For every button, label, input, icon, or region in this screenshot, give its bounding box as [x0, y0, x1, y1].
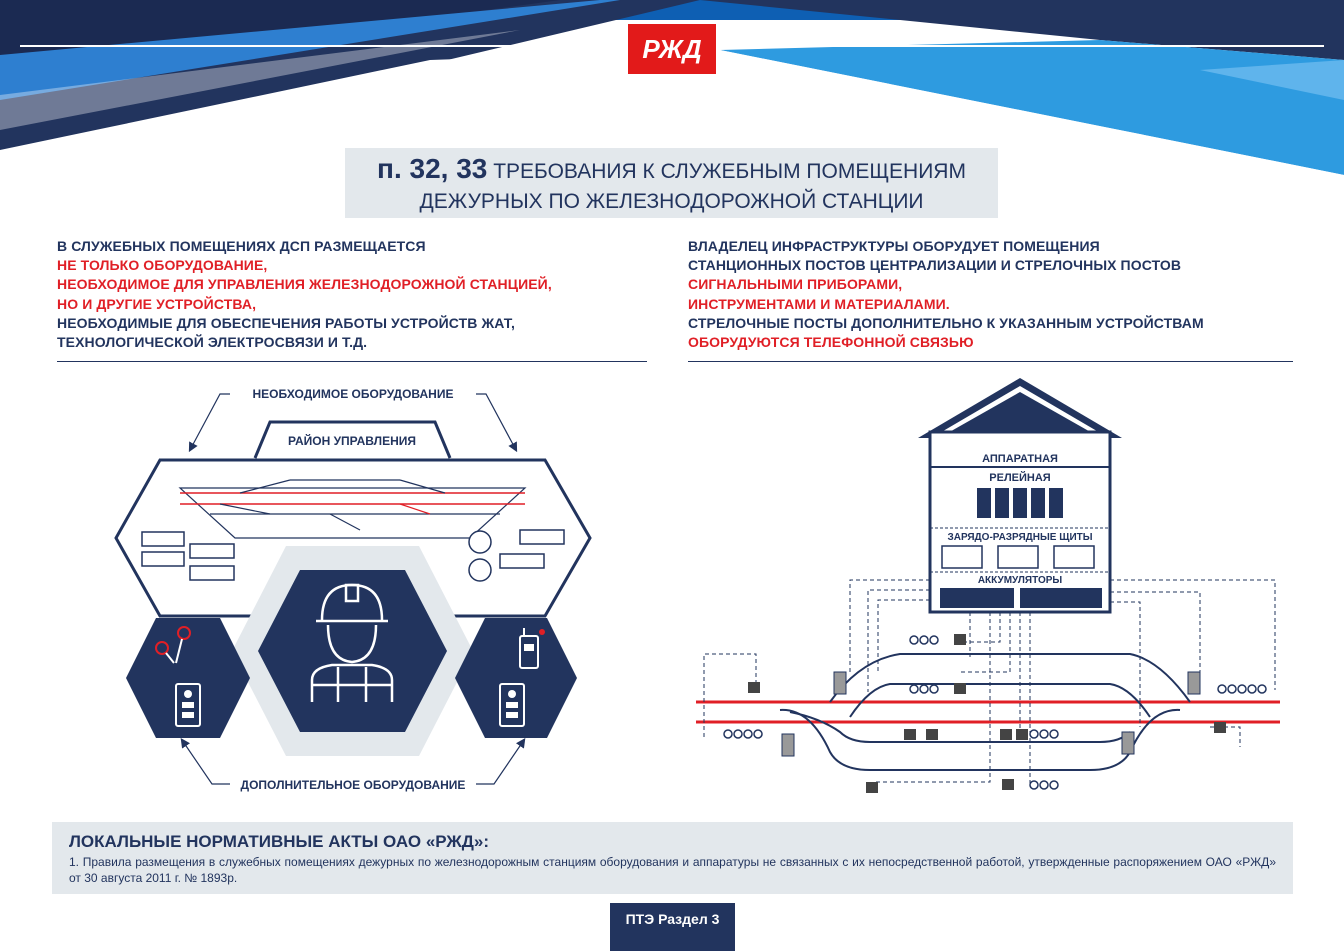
signal-post-diagram: АППАРАТНАЯ РЕЛЕЙНАЯ ЗАРЯДО-РАЗРЯДНЫЕ ЩИТ…	[696, 378, 1280, 793]
radio-icon	[519, 628, 545, 669]
room-charge-label: ЗАРЯДО-РАЗРЯДНЫЕ ЩИТЫ	[947, 532, 1092, 543]
right-text-line: ИНСТРУМЕНТАМИ И МАТЕРИАЛАМИ.	[688, 295, 950, 312]
rzd-logo-mark: РЖД	[642, 34, 701, 64]
worker-icon	[310, 583, 394, 702]
regulations-title: ЛОКАЛЬНЫЕ НОРМАТИВНЫЕ АКТЫ ОАО «РЖД»:	[69, 832, 489, 851]
signal-box-icon	[175, 683, 201, 727]
relay-racks-icon	[977, 488, 1063, 518]
additional-equipment-label: ДОПОЛНИТЕЛЬНОЕ ОБОРУДОВАНИЕ	[241, 778, 466, 792]
room-relay-label: РЕЛЕЙНАЯ	[989, 471, 1051, 484]
arrow-icon	[188, 393, 230, 453]
right-text-line: ОБОРУДУЮТСЯ ТЕЛЕФОННОЙ СВЯЗЬЮ	[688, 334, 974, 351]
left-text-line: В СЛУЖЕБНЫХ ПОМЕЩЕНИЯХ ДСП РАЗМЕЩАЕТСЯ	[57, 238, 426, 254]
track-devices-icon	[748, 634, 1226, 793]
left-text-block: В СЛУЖЕБНЫХ ПОМЕЩЕНИЯХ ДСП РАЗМЕЩАЕТСЯ Н…	[57, 237, 552, 352]
left-text-line: ТЕХНОЛОГИЧЕСКОЙ ЭЛЕКТРОСВЯЗИ И Т.Д.	[57, 334, 368, 351]
right-equipment-hexagon	[455, 618, 577, 738]
left-text-line: НО И ДРУГИЕ УСТРОЙСТВА,	[57, 295, 257, 312]
rzd-logo-text: РЖД	[642, 34, 701, 64]
left-text-line: НЕ ТОЛЬКО ОБОРУДОВАНИЕ,	[57, 257, 268, 274]
control-room-diagram: НЕОБХОДИМОЕ ОБОРУДОВАНИЕ РАЙОН УПРАВЛЕНИ…	[114, 387, 592, 792]
cables	[703, 579, 1276, 787]
signal-lights-icon	[723, 635, 1267, 790]
arrow-icon	[180, 738, 230, 785]
phone-box-icon	[499, 683, 525, 727]
building	[928, 430, 1112, 614]
section-tab: ПТЭ Раздел 3	[610, 903, 735, 951]
title-text-1: ТРЕБОВАНИЯ К СЛУЖЕБНЫМ ПОМЕЩЕНИЯМ	[493, 160, 966, 183]
right-text-line: СИГНАЛЬНЫМИ ПРИБОРАМИ,	[688, 276, 903, 293]
left-divider	[57, 361, 647, 362]
left-text-line: НЕОБХОДИМЫЕ ДЛЯ ОБЕСПЕЧЕНИЯ РАБОТЫ УСТРО…	[57, 314, 515, 331]
signal-paddles-icon	[155, 626, 191, 664]
arrow-icon	[476, 738, 526, 785]
title-line-2: ДЕЖУРНЫХ ПО ЖЕЛЕЗНОДОРОЖНОЙ СТАНЦИИ	[419, 190, 924, 213]
regulations-text: 1. Правила размещения в служебных помеще…	[69, 855, 1276, 885]
right-text-line: СТРЕЛОЧНЫЕ ПОСТЫ ДОПОЛНИТЕЛЬНО К УКАЗАНН…	[688, 314, 1204, 331]
right-text-block: ВЛАДЕЛЕЦ ИНФРАСТРУКТУРЫ ОБОРУДУЕТ ПОМЕЩЕ…	[688, 237, 1204, 352]
center-hexagon	[258, 570, 447, 732]
regulations-panel: ЛОКАЛЬНЫЕ НОРМАТИВНЫЕ АКТЫ ОАО «РЖД»: 1.…	[52, 822, 1293, 894]
charge-panels-icon	[941, 545, 1095, 569]
header-decoration	[0, 0, 1344, 180]
right-divider	[688, 361, 1293, 362]
right-text-line: ВЛАДЕЛЕЦ ИНФРАСТРУКТУРЫ ОБОРУДУЕТ ПОМЕЩЕ…	[688, 238, 1100, 254]
left-text-line: НЕОБХОДИМОЕ ДЛЯ УПРАВЛЕНИЯ ЖЕЛЕЗНОДОРОЖН…	[57, 276, 552, 293]
room-hardware-label: АППАРАТНАЯ	[982, 453, 1058, 465]
battery-icon	[940, 588, 1102, 608]
station-tracks	[696, 653, 1280, 771]
title-panel: п. 32, 33 ТРЕБОВАНИЯ К СЛУЖЕБНЫМ ПОМЕЩЕН…	[345, 148, 998, 218]
arrow-icon	[476, 393, 518, 453]
right-text-line: СТАНЦИОННЫХ ПОСТОВ ЦЕНТРАЛИЗАЦИИ И СТРЕЛ…	[688, 257, 1182, 274]
title-number: п. 32, 33	[377, 153, 488, 184]
title-line-1: п. 32, 33 ТРЕБОВАНИЯ К СЛУЖЕБНЫМ ПОМЕЩЕН…	[345, 154, 998, 187]
relay-boxes-icon	[781, 671, 1201, 757]
required-equipment-label: НЕОБХОДИМОЕ ОБОРУДОВАНИЕ	[253, 387, 454, 401]
control-area-label: РАЙОН УПРАВЛЕНИЯ	[288, 433, 416, 448]
rzd-logo: РЖД	[628, 24, 716, 74]
room-battery-label: АККУМУЛЯТОРЫ	[978, 575, 1063, 586]
